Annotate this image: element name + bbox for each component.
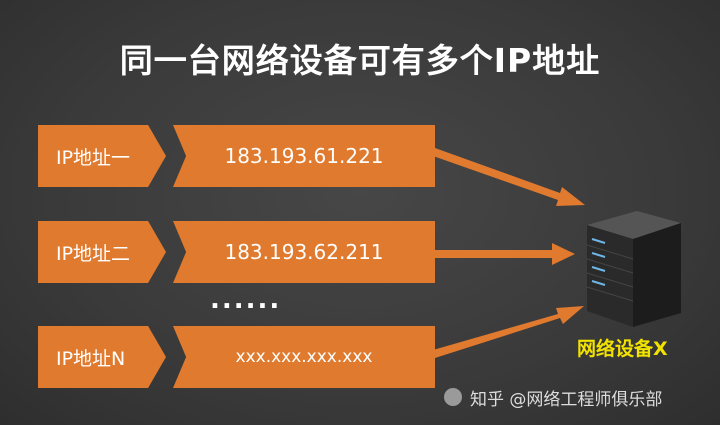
- ip-address-box-n: xxx.xxx.xxx.xxx: [173, 326, 435, 388]
- server-icon: [586, 211, 681, 327]
- ip-label-tag-2: IP地址二: [38, 221, 166, 283]
- diagram-title: 同一台网络设备可有多个IP地址: [119, 41, 601, 80]
- ellipsis: ......: [210, 285, 282, 315]
- arrow-icon: [433, 306, 584, 358]
- arrow-icon: [433, 148, 585, 206]
- watermark-text: 知乎 @网络工程师俱乐部: [470, 389, 663, 410]
- ip-label-text: IP地址二: [56, 242, 131, 265]
- watermark: 知乎 @网络工程师俱乐部: [444, 384, 662, 410]
- device-label: 网络设备X: [577, 338, 668, 360]
- ip-address-text: 183.193.61.221: [224, 144, 384, 168]
- ip-address-text: 183.193.62.211: [224, 240, 384, 264]
- ip-label-text: IP地址一: [56, 146, 131, 169]
- watermark-logo-icon: [444, 388, 462, 406]
- ip-label-tag-n: IP地址N: [38, 326, 166, 388]
- ip-address-box-2: 183.193.62.211: [173, 221, 435, 283]
- ip-label-tag-1: IP地址一: [38, 125, 166, 187]
- ip-label-text: IP地址N: [56, 347, 126, 370]
- arrow-icon: [435, 243, 575, 265]
- ip-address-box-1: 183.193.61.221: [173, 125, 435, 187]
- ip-address-text: xxx.xxx.xxx.xxx: [235, 347, 373, 367]
